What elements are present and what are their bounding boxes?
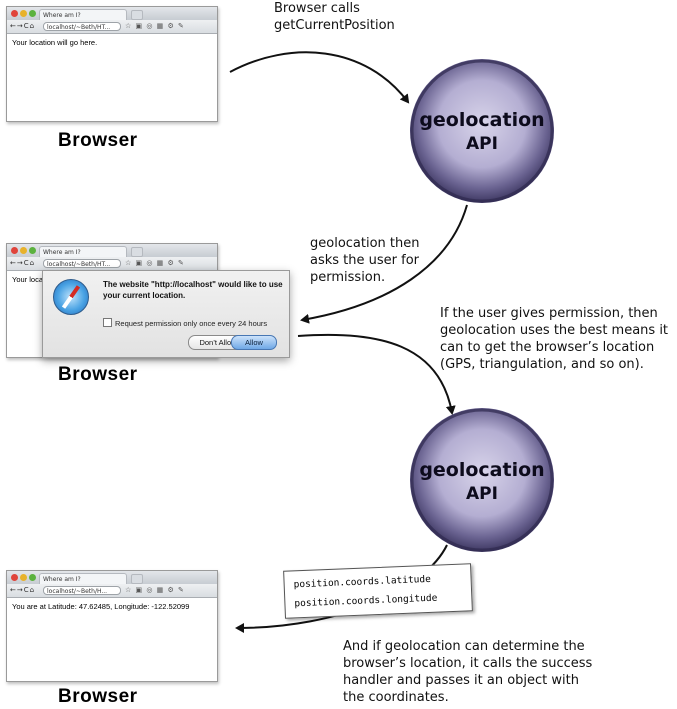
note-line: And if geolocation can determine the <box>343 639 585 654</box>
note-line: If the user gives permission, then <box>440 306 658 321</box>
arrow-browser-to-api <box>229 51 410 104</box>
close-dot-icon[interactable] <box>11 574 18 581</box>
browser-window-1: Where am I? ←→C⌂ localhost/~Beth/HT... ☆… <box>6 6 218 122</box>
browser-label-1: Browser <box>58 130 138 151</box>
dialog-message: The website "http://localhost" would lik… <box>103 280 283 300</box>
toolbar-icons[interactable]: ☆ ▣ ◎ ▦ ⚙ ✎ <box>125 259 185 267</box>
browser-window-3: Where am I? ←→C⌂ localhost/~Beth/H... ☆ … <box>6 570 218 682</box>
url-field[interactable]: localhost/~Beth/HT... <box>43 22 121 31</box>
new-tab-icon[interactable] <box>131 574 143 584</box>
zoom-dot-icon[interactable] <box>29 574 36 581</box>
titlebar: Where am I? <box>7 571 217 584</box>
note-line: handler and passes it an object with <box>343 673 579 688</box>
nav-icons[interactable]: ←→C⌂ <box>10 259 36 267</box>
orb-2-line2: API <box>466 484 498 504</box>
geolocation-api-orb-2 <box>410 408 554 552</box>
nav-icons[interactable]: ←→C⌂ <box>10 22 36 30</box>
nav-icons[interactable]: ←→C⌂ <box>10 586 36 594</box>
toolbar: ←→C⌂ localhost/~Beth/HT... ☆ ▣ ◎ ▦ ⚙ ✎ <box>7 20 217 34</box>
arrow-api-to-permission <box>300 204 468 324</box>
orb-1-line1: geolocation <box>419 109 545 131</box>
compass-needle <box>61 285 81 309</box>
note-line: can to get the browser’s location <box>440 340 655 355</box>
page-content: Your location will go here. <box>12 38 98 47</box>
tab-where-am-i[interactable]: Where am I? <box>39 9 127 20</box>
toolbar: ←→C⌂ localhost/~Beth/HT... ☆ ▣ ◎ ▦ ⚙ ✎ <box>7 257 217 271</box>
toolbar: ←→C⌂ localhost/~Beth/H... ☆ ▣ ◎ ▦ ⚙ ✎ <box>7 584 217 598</box>
url-field[interactable]: localhost/~Beth/HT... <box>43 259 121 268</box>
url-field[interactable]: localhost/~Beth/H... <box>43 586 121 595</box>
note-line: getCurrentPosition <box>274 18 395 33</box>
permission-dialog: The website "http://localhost" would lik… <box>42 270 290 358</box>
note-line: Browser calls <box>274 1 360 16</box>
tab-where-am-i[interactable]: Where am I? <box>39 246 127 257</box>
note-line: permission. <box>310 270 386 285</box>
checkbox-label: Request permission only once every 24 ho… <box>115 319 268 328</box>
browser-label-3: Browser <box>58 686 138 707</box>
minimize-dot-icon[interactable] <box>20 10 27 17</box>
orb-2-label: geolocation API <box>412 458 552 506</box>
toolbar-icons[interactable]: ☆ ▣ ◎ ▦ ⚙ ✎ <box>125 586 185 594</box>
close-dot-icon[interactable] <box>11 247 18 254</box>
minimize-dot-icon[interactable] <box>20 247 27 254</box>
safari-compass-icon <box>53 279 89 315</box>
note-line: (GPS, triangulation, and so on). <box>440 357 644 372</box>
page-content: You are at Latitude: 47.62485, Longitude… <box>12 602 190 611</box>
tab-where-am-i[interactable]: Where am I? <box>39 573 127 584</box>
titlebar: Where am I? <box>7 7 217 20</box>
orb-1-line2: API <box>466 134 498 154</box>
geolocation-api-orb-1 <box>410 59 554 203</box>
arrow-permission-to-api <box>297 333 456 415</box>
checkbox-icon[interactable] <box>103 318 112 327</box>
note-step-4: And if geolocation can determine the bro… <box>343 638 592 706</box>
close-dot-icon[interactable] <box>11 10 18 17</box>
zoom-dot-icon[interactable] <box>29 10 36 17</box>
note-step-1: Browser calls getCurrentPosition <box>274 0 395 34</box>
note-step-2: geolocation then asks the user for permi… <box>310 235 420 286</box>
note-line: the coordinates. <box>343 690 449 705</box>
browser-label-2: Browser <box>58 364 138 385</box>
titlebar: Where am I? <box>7 244 217 257</box>
note-step-3: If the user gives permission, then geolo… <box>440 305 668 373</box>
note-line: geolocation then <box>310 236 420 251</box>
orb-2-line1: geolocation <box>419 459 545 481</box>
toolbar-icons[interactable]: ☆ ▣ ◎ ▦ ⚙ ✎ <box>125 22 185 30</box>
orb-1-label: geolocation API <box>412 108 552 156</box>
zoom-dot-icon[interactable] <box>29 247 36 254</box>
remember-permission-checkbox[interactable]: Request permission only once every 24 ho… <box>103 318 267 328</box>
note-line: asks the user for <box>310 253 420 268</box>
position-coords-box: position.coords.latitude position.coords… <box>283 563 473 619</box>
minimize-dot-icon[interactable] <box>20 574 27 581</box>
note-line: geolocation uses the best means it <box>440 323 669 338</box>
new-tab-icon[interactable] <box>131 247 143 257</box>
page-content: Your loca <box>12 275 43 284</box>
new-tab-icon[interactable] <box>131 10 143 20</box>
allow-button[interactable]: Allow <box>231 335 277 350</box>
note-line: browser’s location, it calls the success <box>343 656 593 671</box>
